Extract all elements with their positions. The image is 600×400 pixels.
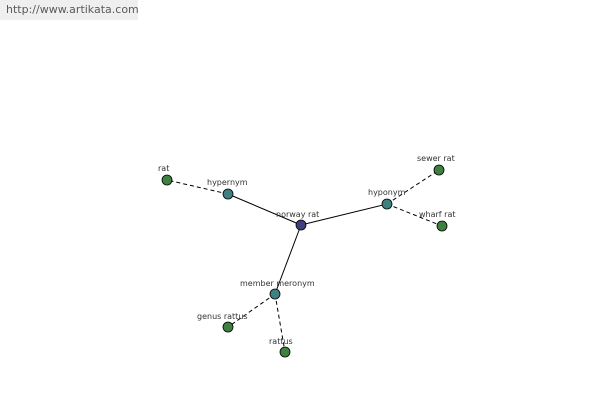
node-label-norway-rat[interactable]: norway rat xyxy=(276,210,319,219)
center-node-circle[interactable] xyxy=(295,219,307,231)
node-label-member-meronym[interactable]: member meronym xyxy=(240,279,315,288)
leaf-node-circle[interactable] xyxy=(436,220,448,232)
node-label-hyponym[interactable]: hyponym xyxy=(368,188,406,197)
node-rattus[interactable]: rattus xyxy=(269,337,293,358)
relation-node-circle[interactable] xyxy=(222,188,234,200)
edge-hyponym-wharf-rat xyxy=(386,203,443,227)
edge-hyponym-sewer-rat xyxy=(386,169,440,205)
node-label-rat[interactable]: rat xyxy=(158,164,169,173)
leaf-node-circle[interactable] xyxy=(433,164,445,176)
node-hypernym[interactable]: hypernym xyxy=(207,178,248,200)
node-genus-rattus[interactable]: genus rattus xyxy=(197,312,248,333)
node-label-genus-rattus[interactable]: genus rattus xyxy=(197,312,248,321)
edge-center-hyponym xyxy=(300,203,388,226)
url-banner-text[interactable]: http://www.artikata.com xyxy=(6,3,139,16)
leaf-node-circle[interactable] xyxy=(222,321,234,333)
edge-member-meronym-rattus xyxy=(274,293,286,353)
node-member-meronym[interactable]: member meronym xyxy=(240,279,315,300)
node-norway-rat[interactable]: norway rat xyxy=(276,210,319,231)
node-sewer-rat[interactable]: sewer rat xyxy=(417,154,455,176)
edge-center-member-meronym xyxy=(274,224,302,295)
node-rat[interactable]: rat xyxy=(158,164,173,186)
edge-center-hypernym xyxy=(227,193,302,226)
node-wharf-rat[interactable]: wharf rat xyxy=(419,210,456,232)
relation-node-circle[interactable] xyxy=(269,288,281,300)
edge-hypernym-rat xyxy=(166,179,229,195)
node-label-wharf-rat[interactable]: wharf rat xyxy=(419,210,456,219)
leaf-node-circle[interactable] xyxy=(161,174,173,186)
edge-member-meronym-genus-rattus xyxy=(227,293,276,328)
node-hyponym[interactable]: hyponym xyxy=(368,188,406,210)
node-label-hypernym[interactable]: hypernym xyxy=(207,178,248,187)
url-banner[interactable]: http://www.artikata.com xyxy=(0,0,139,20)
leaf-node-circle[interactable] xyxy=(279,346,291,358)
node-label-sewer-rat[interactable]: sewer rat xyxy=(417,154,455,163)
relation-node-circle[interactable] xyxy=(381,198,393,210)
node-label-rattus[interactable]: rattus xyxy=(269,337,293,346)
